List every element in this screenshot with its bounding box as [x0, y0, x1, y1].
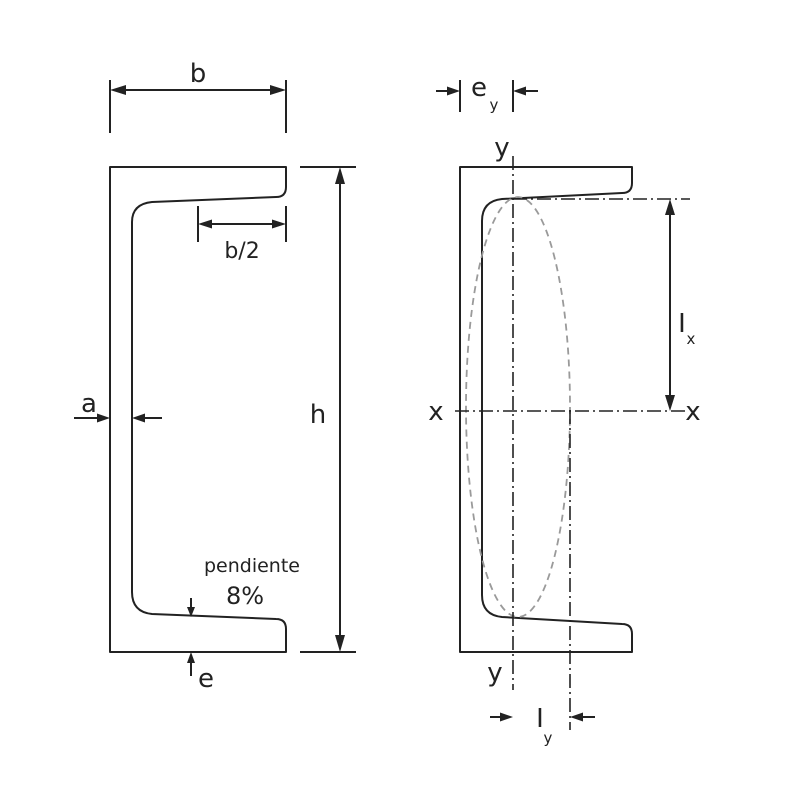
h-label: h — [310, 400, 326, 430]
iy-label-main: I — [536, 704, 544, 734]
a-arrow-right — [132, 413, 145, 423]
a-label: a — [81, 389, 97, 419]
h-arrow-top — [335, 167, 345, 184]
flange-slope-note: pendiente 8% — [187, 555, 300, 617]
b-arrow-left — [110, 85, 126, 95]
y-axis-bottom-label: y — [487, 658, 502, 688]
ey-label-subscript: y — [490, 96, 499, 114]
inertia-ellipse — [465, 196, 571, 618]
ix-dimension: I x — [665, 199, 696, 411]
web-thickness-a-dimension: a — [74, 389, 162, 423]
ix-label-main: I — [678, 309, 686, 339]
b-half-arrow-right — [272, 219, 286, 229]
ey-label-main: e — [471, 73, 487, 103]
ey-arrow-right — [513, 86, 526, 96]
ey-dimension: e y — [436, 73, 538, 114]
ix-arrow-bottom — [665, 395, 675, 411]
x-axis-left-label: x — [428, 397, 443, 427]
h-arrow-bottom — [335, 635, 345, 652]
right-profile: y y x x e y I x — [428, 73, 700, 747]
x-axis-right-label: x — [685, 397, 700, 427]
slope-word-label: pendiente — [204, 555, 300, 577]
width-b-dimension: b — [109, 59, 287, 133]
ix-label-subscript: x — [687, 330, 696, 348]
y-axis-top-label: y — [494, 133, 509, 163]
iy-arrow-left — [500, 712, 513, 722]
height-h-dimension: h — [300, 166, 356, 653]
flange-thickness-e-dimension: e — [187, 652, 214, 694]
left-profile: b b/2 h a pend — [74, 59, 356, 694]
slope-value-label: 8% — [226, 582, 264, 610]
e-label: e — [198, 664, 214, 694]
e-arrow — [187, 652, 195, 663]
iy-dimension: I y — [490, 704, 595, 747]
half-width-dimension: b/2 — [197, 206, 287, 264]
b-arrow-right — [270, 85, 286, 95]
slope-pointer-arrow — [187, 607, 195, 617]
right-channel-outline — [459, 166, 633, 653]
iy-arrow-right — [570, 712, 583, 722]
b-label: b — [190, 59, 207, 89]
iy-label-subscript: y — [544, 729, 553, 747]
b-half-label: b/2 — [224, 239, 259, 264]
left-channel-outline — [109, 166, 287, 653]
a-arrow-left — [97, 413, 110, 423]
b-half-arrow-left — [198, 219, 212, 229]
ey-arrow-left — [447, 86, 460, 96]
ix-arrow-top — [665, 199, 675, 215]
